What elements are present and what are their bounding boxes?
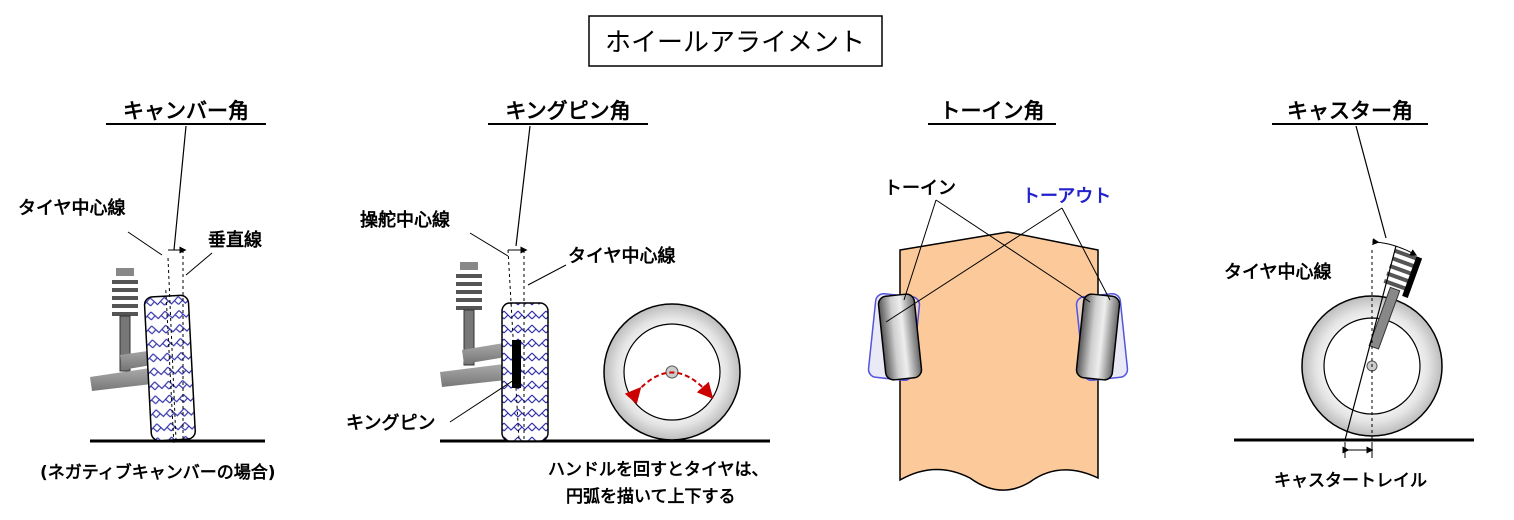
- caster-trail-label: キャスタートレイル: [1274, 471, 1427, 491]
- camber-panel: キャンバー角 タイヤ中心線 垂直線 (ネガティブキャンバーの場合): [18, 99, 276, 483]
- camber-heading: キャンバー角: [123, 99, 249, 123]
- toe-out-leader-left: [885, 207, 1063, 323]
- kingpin-block: [512, 340, 521, 388]
- kingpin-lower-arm: [440, 364, 506, 387]
- toe-in-leader-right: [935, 199, 1091, 303]
- kingpin-steering-leader: [469, 232, 509, 257]
- kingpin-tire: [501, 302, 549, 442]
- kingpin-heading: キングピン角: [505, 99, 630, 123]
- kingpin-steering-label: 操舵中心線: [360, 209, 450, 231]
- caster-axis-line: [1344, 245, 1397, 441]
- camber-note: (ネガティブキャンバーの場合): [40, 462, 276, 483]
- toe-in-label: トーイン: [884, 178, 956, 199]
- kingpin-upper-arm: [462, 342, 512, 364]
- kingpin-label: キングピン: [346, 412, 435, 434]
- title-box: [588, 15, 883, 67]
- kingpin-note-line1: ハンドルを回すとタイヤは、: [548, 460, 769, 480]
- toe-in-left-tire: [877, 293, 923, 381]
- camber-tire-center-label: タイヤ中心線: [18, 197, 125, 219]
- kingpin-note-line2: 円弧を描いて上下する: [566, 486, 736, 507]
- camber-tire: [143, 290, 196, 445]
- kingpin-panel: キングピン角 操舵中心線 タイヤ中心線 キングピン ハンドルを回す: [346, 99, 770, 507]
- kingpin-arc-arrow: [624, 371, 714, 405]
- camber-pointer: [173, 125, 187, 251]
- car-body: [899, 231, 1099, 491]
- caster-heading: キャスター角: [1287, 99, 1413, 123]
- camber-lower-arm: [90, 368, 152, 391]
- camber-vertical-leader: [185, 252, 213, 276]
- toe-in-leader-left: [903, 199, 937, 301]
- toe-out-leader-right: [1061, 207, 1111, 301]
- camber-tire-center-leader: [127, 231, 163, 256]
- page-title: ホイールアライメント: [605, 28, 865, 58]
- toe-out-label: トーアウト: [1022, 186, 1111, 207]
- kingpin-steering-center-line: [507, 249, 520, 441]
- caster-pointer: [1355, 125, 1387, 239]
- caster-tire-center-label: タイヤ中心線: [1224, 261, 1331, 283]
- camber-tire-center-line: [167, 257, 177, 441]
- toe-in-right-tire: [1075, 293, 1121, 381]
- kingpin-pointer: [515, 125, 531, 247]
- toe-panel: トーイン角 トーイン トーアウト: [867, 99, 1129, 491]
- kingpin-tire-center-leader: [527, 264, 567, 286]
- toe-heading: トーイン角: [940, 99, 1045, 123]
- camber-spring: [112, 268, 138, 372]
- kingpin-leader: [449, 379, 515, 423]
- camber-vertical-label: 垂直線: [208, 229, 262, 251]
- caster-angle-arrow: [1372, 238, 1418, 256]
- kingpin-tire-center-label: タイヤ中心線: [568, 245, 675, 267]
- caster-panel: キャスター角 タイヤ中心線 キャスタートレイル: [1224, 99, 1474, 491]
- kingpin-spring: [456, 262, 482, 366]
